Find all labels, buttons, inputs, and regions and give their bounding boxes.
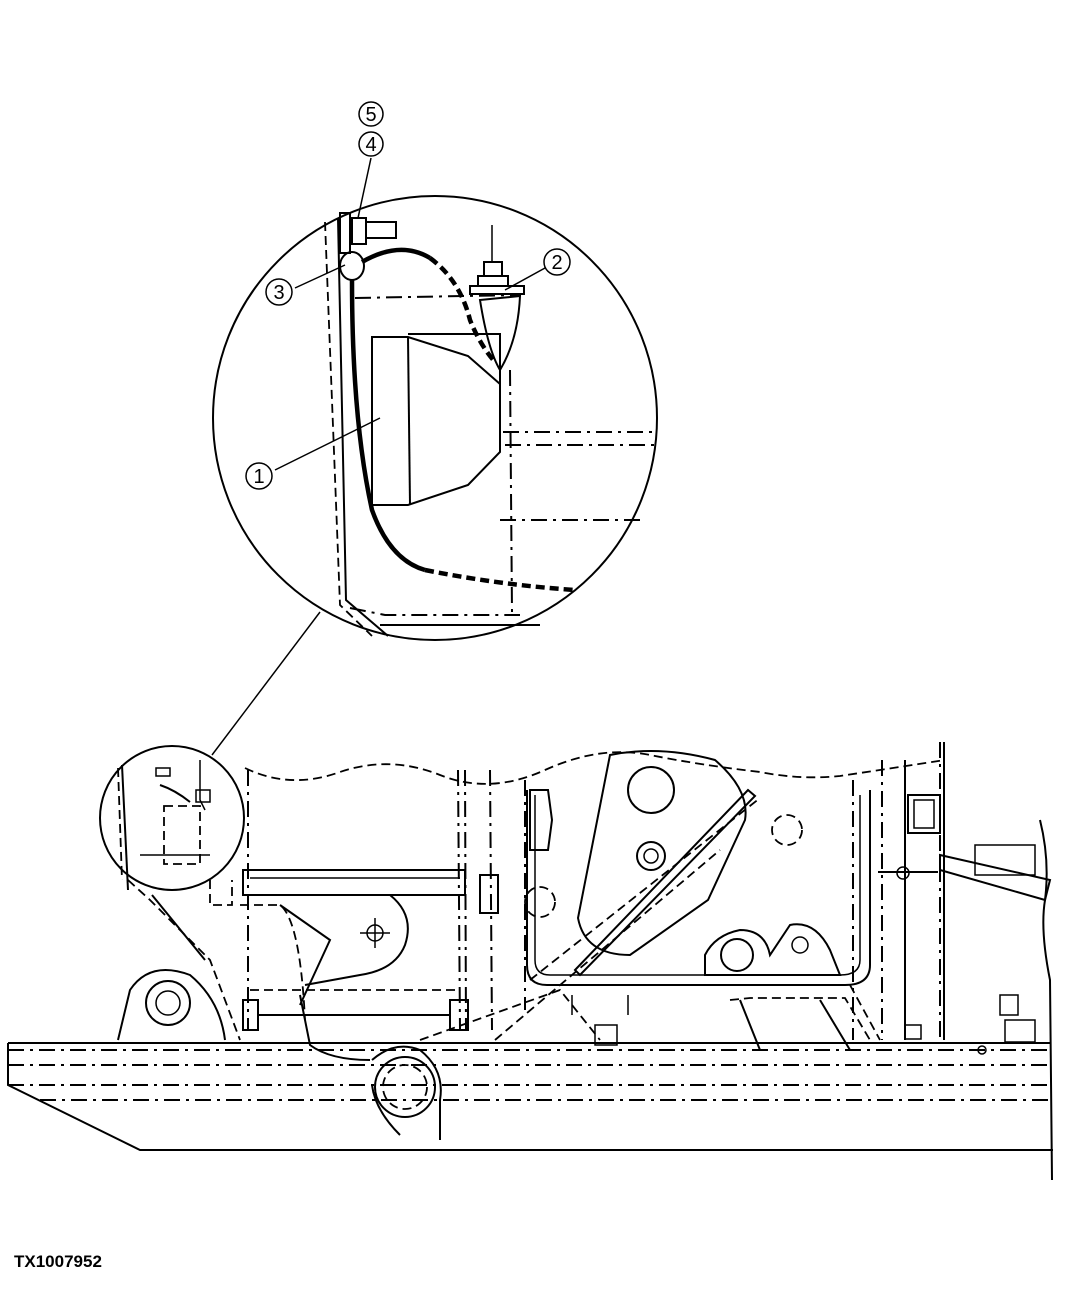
frame-post: [337, 217, 389, 637]
callout-label-3: 3: [273, 282, 284, 304]
detail-circle: [212, 195, 658, 641]
callout-label-5: 5: [365, 104, 376, 126]
detail-leader-line: [211, 611, 321, 756]
ground-cable: [349, 279, 426, 573]
callout-5: 5: [358, 101, 384, 127]
nut-assembly: [469, 225, 525, 295]
callout-label-2: 2: [551, 252, 562, 274]
callout-label-4: 4: [365, 134, 376, 156]
locator-view: [99, 745, 245, 891]
callout-2: 2: [543, 248, 571, 276]
callout-4: 4: [358, 131, 384, 157]
figure-id: TX1007952: [14, 1252, 102, 1271]
callout-label-1: 1: [253, 466, 264, 488]
callout-3: 3: [265, 278, 293, 306]
light-housing: [371, 294, 522, 506]
mount-plate: [576, 750, 747, 957]
locator-circle: [99, 745, 245, 891]
main-frame: [7, 742, 1053, 1181]
bolt-assembly: [339, 212, 397, 281]
callout-1: 1: [245, 462, 273, 490]
detail-view: [211, 157, 658, 756]
